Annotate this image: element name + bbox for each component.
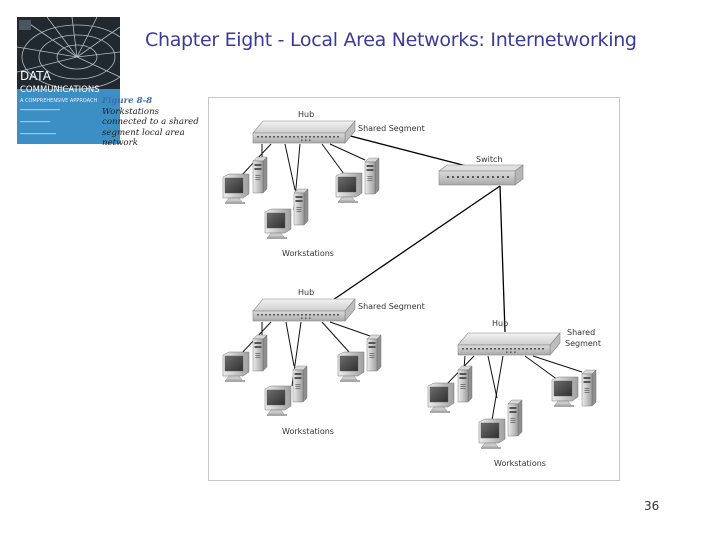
- workstation-5-monitor: [264, 385, 292, 417]
- figure-number: Figure 8-8: [102, 96, 153, 106]
- workstation-8-monitor: [478, 418, 506, 450]
- figure-caption-text: Workstations connected to a shared segme…: [102, 106, 199, 149]
- workstations-1-label: Workstations: [282, 249, 334, 258]
- hub-3: [457, 332, 561, 356]
- hub-3-label: Hub: [492, 319, 508, 328]
- hub-1: [252, 120, 356, 144]
- hub-2: [252, 298, 356, 322]
- cover-subtitle: A COMPREHENSIVE APPROACH: [20, 98, 97, 104]
- workstation-3-tower: [364, 157, 380, 195]
- workstation-1-tower: [252, 156, 268, 194]
- book-cover-image: DATA COMMUNICATIONS A COMPREHENSIVE APPR…: [16, 16, 133, 144]
- link-switch-hub3: [499, 185, 506, 333]
- link-switch-hub2: [329, 185, 501, 303]
- workstation-4-monitor: [222, 351, 250, 383]
- shared-3-label: Shared: [567, 328, 595, 337]
- workstation-5-tower: [292, 365, 308, 403]
- workstation-3-monitor: [335, 172, 363, 204]
- workstation-1-monitor: [222, 173, 250, 205]
- workstation-7-tower: [457, 365, 473, 403]
- slide-title: Chapter Eight - Local Area Networks: Int…: [145, 29, 637, 51]
- hub-1-label: Hub: [298, 110, 314, 119]
- workstation-7-monitor: [427, 382, 455, 414]
- workstations-3-label: Workstations: [494, 459, 546, 468]
- shared-segment-2-label: Shared Segment: [358, 302, 425, 311]
- workstation-9-monitor: [551, 376, 579, 408]
- workstation-9-tower: [581, 369, 597, 407]
- figure-caption-block: Figure 8-8 Workstations connected to a s…: [102, 96, 202, 149]
- switch-label: Switch: [476, 155, 502, 164]
- shared-segment-1-label: Shared Segment: [358, 124, 425, 133]
- figure-frame: [208, 97, 620, 481]
- workstation-2-tower: [293, 188, 309, 226]
- switch: [438, 164, 524, 186]
- page-number: 36: [644, 499, 660, 513]
- cover-title-line1: DATA: [20, 69, 52, 83]
- segment-3-label: Segment: [565, 339, 601, 348]
- workstation-6-monitor: [337, 351, 365, 383]
- workstations-2-label: Workstations: [282, 427, 334, 436]
- hub-2-label: Hub: [298, 288, 314, 297]
- workstation-2-monitor: [264, 208, 292, 240]
- link-hub1-switch: [334, 131, 483, 171]
- workstation-8-tower: [507, 399, 523, 437]
- workstation-4-tower: [252, 334, 268, 372]
- workstation-6-tower: [366, 334, 382, 372]
- cover-title-line2: COMMUNICATIONS: [20, 85, 100, 95]
